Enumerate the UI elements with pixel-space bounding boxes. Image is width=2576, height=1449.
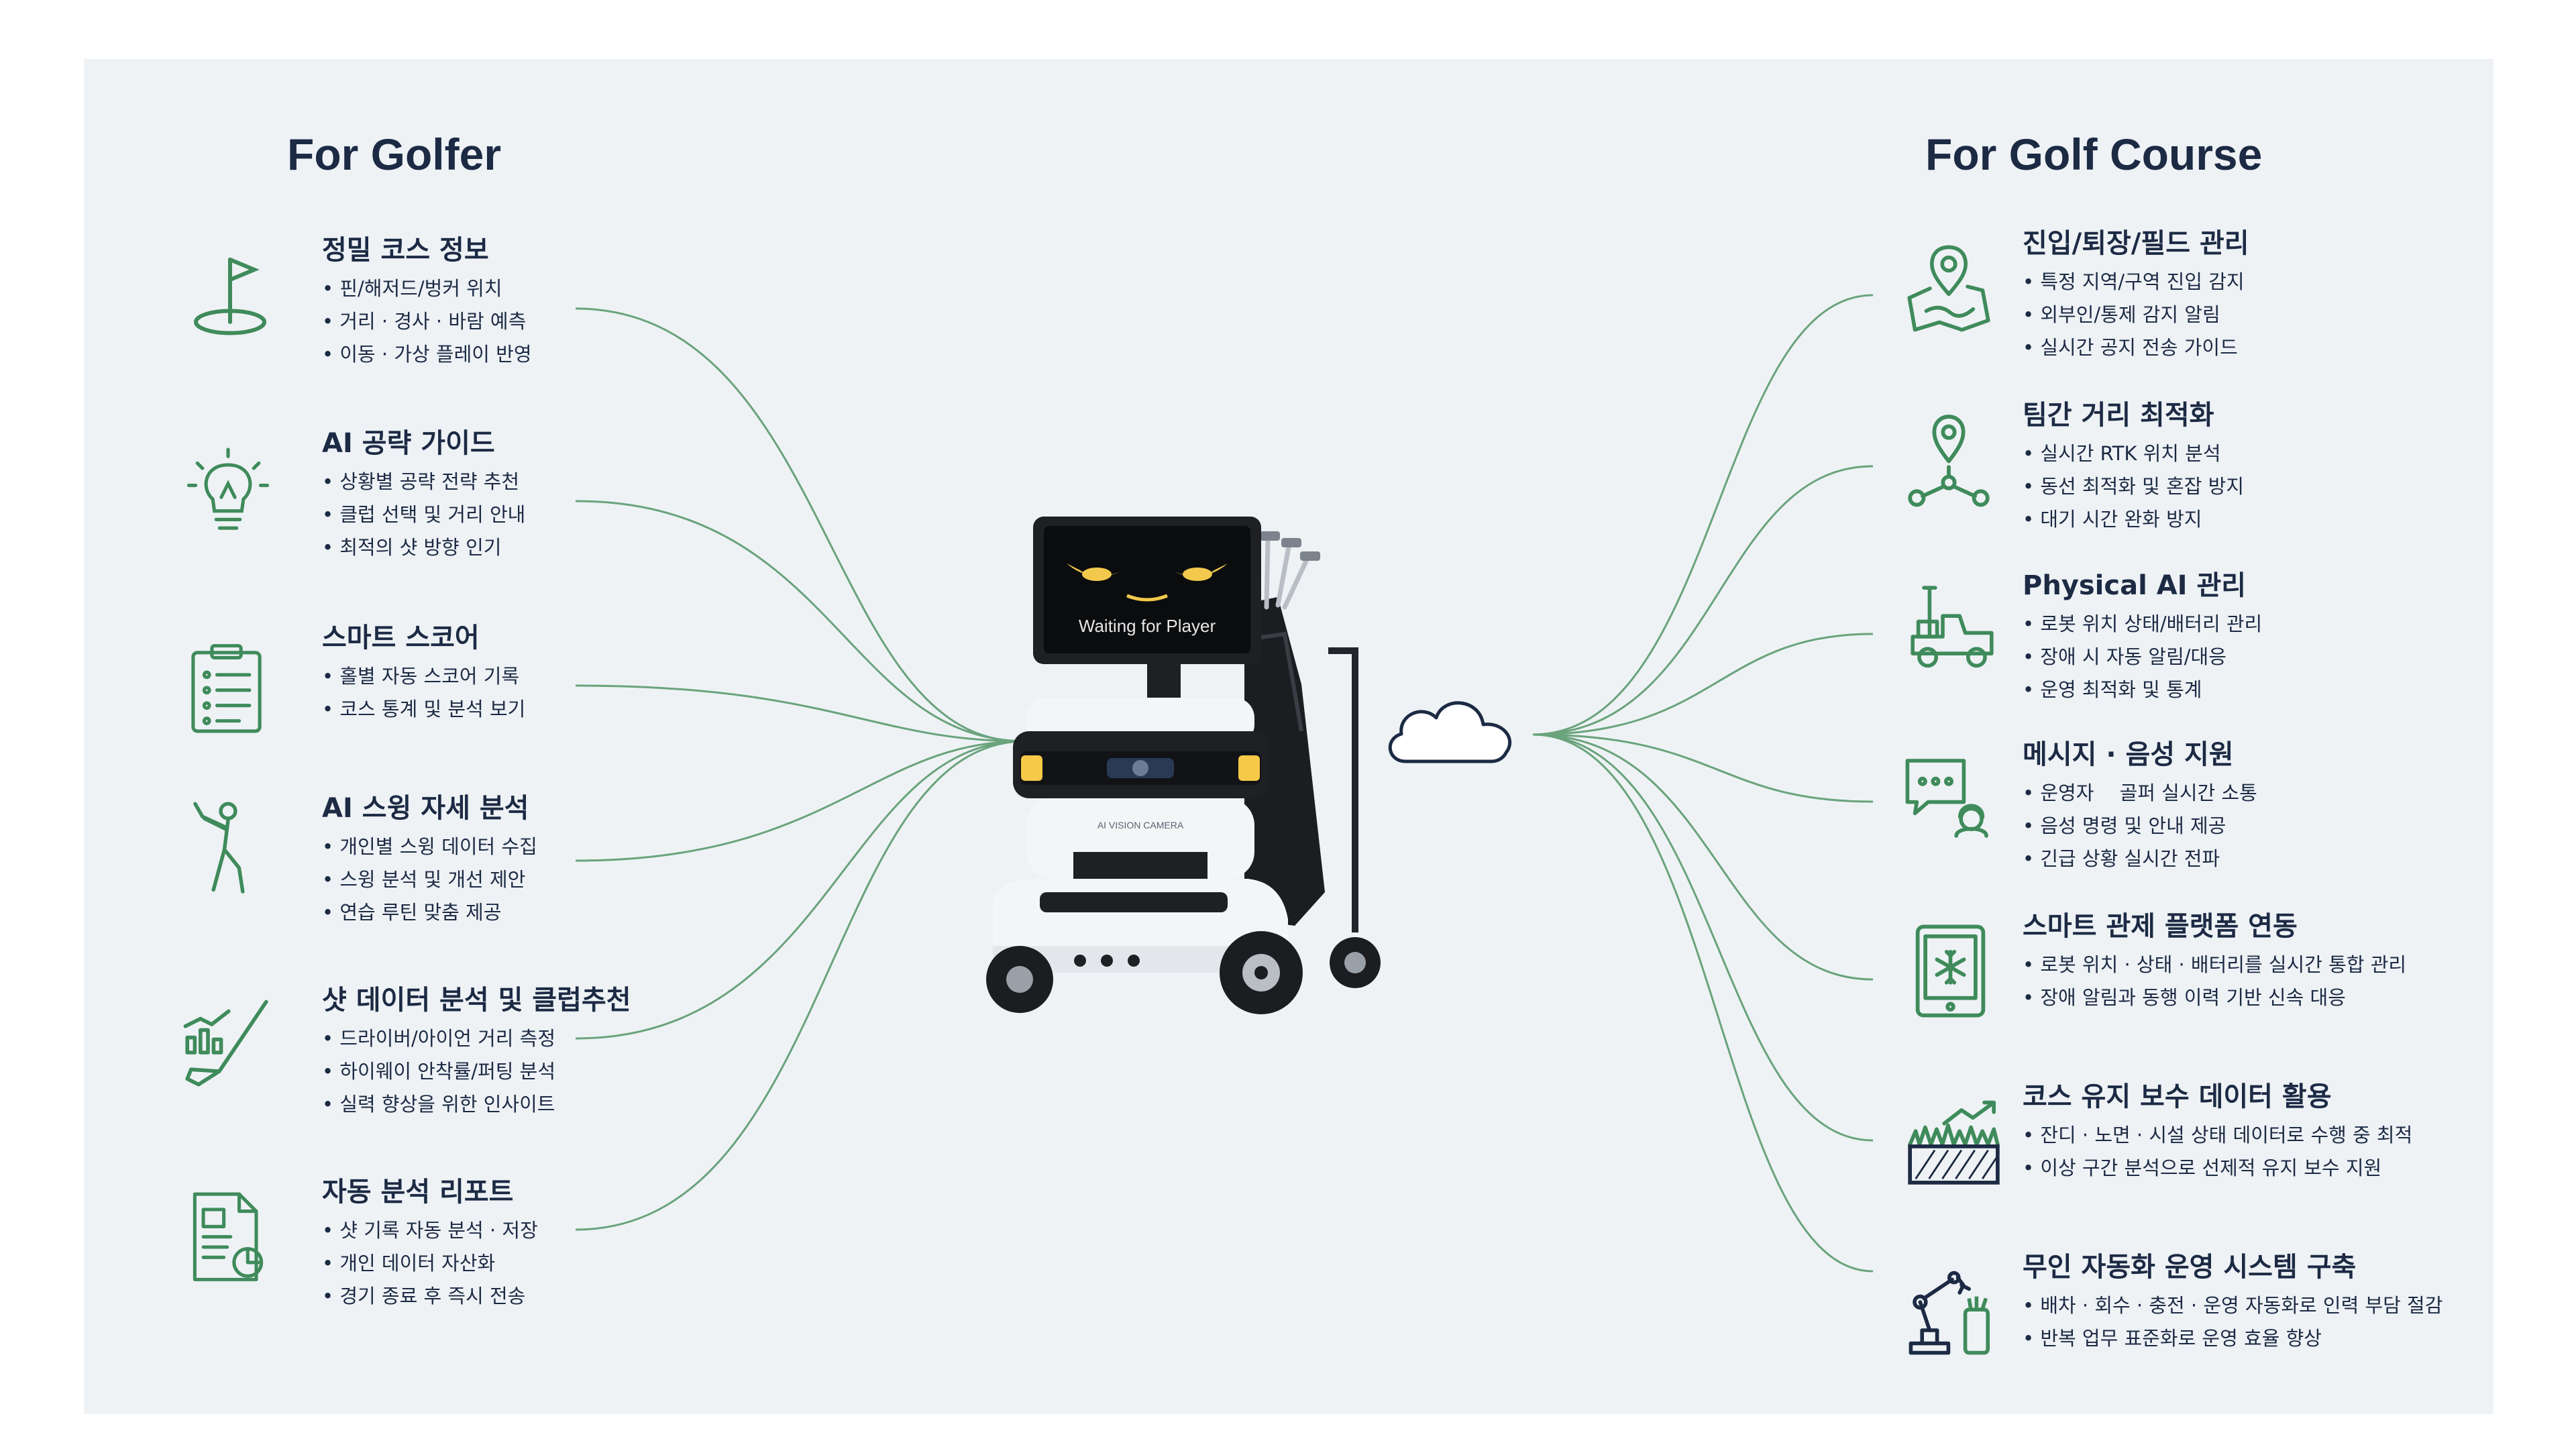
bullet-list: 잔디 · 노면 · 시설 상태 데이터로 수행 중 최적 이상 구간 분석으로 …: [2023, 1119, 2412, 1185]
bullet: 이동 · 가상 플레이 반영: [322, 338, 531, 371]
bullet: 장애 시 자동 알림/대응: [2023, 641, 2262, 674]
connector-course-2: [1532, 465, 1874, 736]
chat-headset-icon: [1905, 759, 1988, 838]
turf-growth-icon: [1908, 1100, 2000, 1185]
golf-flag-icon: [194, 258, 266, 335]
bullet-list: 개인별 스윙 데이터 수집 스윙 분석 및 개선 제안 연습 루틴 맞춤 제공: [322, 830, 537, 929]
item-title: 자동 분석 리포트: [322, 1177, 514, 1208]
bullet: 샷 기록 자동 분석 · 저장: [322, 1214, 537, 1247]
clipboard-checklist-icon: [191, 644, 262, 733]
bullet: 개인 데이터 자산화: [322, 1247, 538, 1280]
bullet: 운영자 골퍼 실시간 소통: [2023, 777, 2257, 810]
bullet: 잔디 · 노면 · 시설 상태 데이터로 수행 중 최적: [2023, 1119, 2412, 1152]
bullet: 스윙 분석 및 개선 제안: [322, 863, 537, 896]
bullet-list: 로봇 위치 · 상태 · 배터리를 실시간 통합 관리 장애 알림과 동행 이력…: [2023, 949, 2406, 1014]
bullet: 경기 종료 후 즉시 전송: [322, 1280, 538, 1313]
lightbulb-icon: [186, 447, 270, 530]
golf-bag: [1238, 531, 1381, 988]
item-title: AI 스윙 자세 분석: [322, 793, 529, 824]
robot-caddy-illustration: Waiting for Player AI VISION CAMERA: [986, 517, 1381, 1014]
bullet: 클럽 선택 및 거리 안내: [322, 498, 525, 531]
connector-golfer-2: [575, 500, 1024, 743]
robot-body: [986, 698, 1303, 1014]
bullet: 특정 지역/구역 진입 감지: [2023, 266, 2244, 299]
bullet: 운영 최적화 및 통계: [2023, 674, 2262, 706]
cloud-icon: [1388, 701, 1511, 763]
connector-course-5: [1532, 733, 1874, 981]
item-title: AI 공략 가이드: [322, 428, 495, 459]
bullet: 연습 루틴 맞춤 제공: [322, 896, 537, 929]
bullet-list: 운영자 골퍼 실시간 소통 음성 명령 및 안내 제공 긴급 상황 실시간 전파: [2023, 777, 2257, 875]
bullet-list: 드라이버/아이언 거리 측정 하이웨이 안착률/퍼팅 분석 실력 향상을 위한 …: [322, 1022, 555, 1121]
item-title: 진입/퇴장/필드 관리: [2023, 228, 2249, 259]
item-title: 팀간 거리 최적화: [2023, 400, 2214, 431]
robot-screen-text: Waiting for Player: [1079, 616, 1216, 636]
item-title: 샷 데이터 분석 및 클럽추천: [322, 985, 631, 1016]
item-title: 코스 유지 보수 데이터 활용: [2023, 1081, 2332, 1112]
tablet-control-icon: [1915, 924, 1986, 1018]
golfer-swing-icon: [193, 802, 245, 894]
connector-golfer-4: [575, 740, 1024, 862]
bullet: 코스 통계 및 분석 보기: [322, 693, 525, 726]
bullet: 실시간 RTK 위치 분석: [2023, 437, 2244, 470]
connector-course-3: [1532, 633, 1874, 736]
item-title: 메시지 · 음성 지원: [2023, 739, 2234, 770]
bullet: 이상 구간 분석으로 선제적 유지 보수 지원: [2023, 1152, 2412, 1185]
bullet-list: 로봇 위치 상태/배터리 관리 장애 시 자동 알림/대응 운영 최적화 및 통…: [2023, 608, 2262, 706]
bullet-list: 홀별 자동 스코어 기록 코스 통계 및 분석 보기: [322, 660, 525, 726]
bullet: 배차 · 회수 · 충전 · 운영 자동화로 인력 부담 절감: [2023, 1289, 2443, 1322]
bullet: 장애 알림과 동행 이력 기반 신속 대응: [2023, 981, 2406, 1014]
bullet: 음성 명령 및 안내 제공: [2023, 810, 2257, 843]
connector-golfer-1: [575, 307, 1024, 743]
item-title: 스마트 스코어: [322, 623, 480, 653]
bullet: 거리 · 경사 · 바람 예측: [322, 305, 532, 338]
item-title: 무인 자동화 운영 시스템 구축: [2023, 1252, 2357, 1283]
map-location-icon: [1907, 245, 1990, 332]
bullet: 하이웨이 안착률/퍼팅 분석: [322, 1055, 555, 1088]
golf-club-chart-icon: [183, 1000, 268, 1087]
connector-golfer-6: [575, 740, 1024, 1231]
connector-golfer-3: [575, 684, 1024, 743]
bullet: 핀/해저드/벙커 위치: [322, 272, 532, 305]
bullet-list: 핀/해저드/벙커 위치 거리 · 경사 · 바람 예측 이동 · 가상 플레이 …: [322, 272, 532, 371]
item-title: Physical AI 관리: [2023, 570, 2247, 601]
bullet-list: 배차 · 회수 · 충전 · 운영 자동화로 인력 부담 절감 반복 업무 표준…: [2023, 1289, 2443, 1355]
connector-golfer-5: [575, 740, 1024, 1040]
bullet: 동선 최적화 및 혼잡 방지: [2023, 470, 2244, 503]
bullet: 홀별 자동 스코어 기록: [322, 660, 525, 693]
bullet: 로봇 위치 상태/배터리 관리: [2023, 608, 2262, 641]
bullet: 드라이버/아이언 거리 측정: [322, 1022, 555, 1055]
item-title: 스마트 관제 플랫폼 연동: [2023, 911, 2298, 942]
camera-label: AI VISION CAMERA: [1097, 820, 1184, 830]
bullet: 최적의 샷 방향 인기: [322, 531, 525, 564]
golf-cart-icon: [1911, 586, 1994, 668]
golf-course-heading: For Golf Course: [1925, 129, 2263, 179]
bullet-list: 샷 기록 자동 분석 · 저장 개인 데이터 자산화 경기 종료 후 즉시 전송: [322, 1214, 538, 1313]
bullet-list: 실시간 RTK 위치 분석 동선 최적화 및 혼잡 방지 대기 시간 완화 방지: [2023, 437, 2244, 536]
connector-course-7: [1532, 733, 1874, 1273]
bullet-list: 특정 지역/구역 진입 감지 외부인/통제 감지 알림 실시간 공지 전송 가이…: [2023, 266, 2245, 364]
robot-screen: [1033, 517, 1261, 698]
bullet-list: 상황별 공략 전략 추천 클럽 선택 및 거리 안내 최적의 샷 방향 인기: [322, 466, 525, 564]
connector-course-4: [1532, 733, 1874, 803]
bullet: 상황별 공략 전략 추천: [322, 466, 525, 498]
bullet: 실력 향상을 위한 인사이트: [322, 1088, 555, 1121]
item-title: 정밀 코스 정보: [322, 235, 489, 266]
bullet: 반복 업무 표준화로 운영 효율 향상: [2023, 1322, 2443, 1355]
robot-arm-icon: [1909, 1271, 1990, 1355]
bullet: 외부인/통제 감지 알림: [2023, 299, 2245, 331]
bullet: 개인별 스윙 데이터 수집: [322, 830, 537, 863]
bullet: 실시간 공지 전송 가이드: [2023, 331, 2245, 364]
connector-course-1: [1532, 294, 1874, 736]
route-nodes-icon: [1908, 415, 1990, 507]
bullet: 긴급 상황 실시간 전파: [2023, 843, 2257, 875]
bullet: 로봇 위치 · 상태 · 배터리를 실시간 통합 관리: [2023, 949, 2406, 981]
report-document-icon: [193, 1192, 264, 1281]
golfer-heading: For Golfer: [287, 129, 502, 179]
bullet: 대기 시간 완화 방지: [2023, 503, 2244, 536]
connector-course-6: [1532, 733, 1874, 1142]
